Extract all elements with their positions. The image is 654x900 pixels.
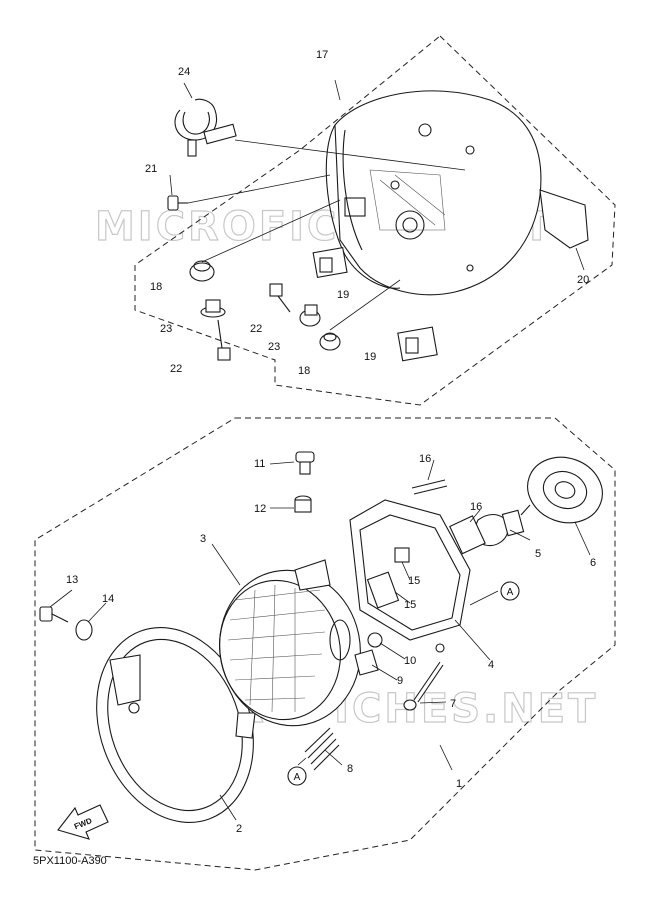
headlight-lens bbox=[218, 559, 361, 727]
callout-8: 8 bbox=[347, 763, 353, 775]
mounting-bracket bbox=[349, 499, 471, 653]
callout-23a: 23 bbox=[160, 323, 172, 335]
callout-2: 2 bbox=[236, 823, 242, 835]
callout-16b: 16 bbox=[470, 501, 482, 513]
callout-12: 12 bbox=[254, 503, 266, 515]
socket bbox=[449, 515, 486, 555]
callout-22b: 22 bbox=[170, 363, 182, 375]
bolt-22b bbox=[217, 319, 231, 361]
callout-13: 13 bbox=[66, 574, 78, 586]
callout-23b: 23 bbox=[268, 341, 280, 353]
callout-15b: 15 bbox=[404, 599, 416, 611]
nut-9 bbox=[354, 649, 379, 676]
lower-group-outline bbox=[34, 417, 616, 871]
callout-18b: 18 bbox=[298, 365, 310, 377]
ref-marker-a-upper: A bbox=[500, 581, 520, 601]
callout-24: 24 bbox=[178, 66, 190, 78]
spring-16 bbox=[411, 479, 448, 495]
callout-5: 5 bbox=[535, 548, 541, 560]
callout-9: 9 bbox=[397, 675, 403, 687]
ref-marker-a-lower: A bbox=[287, 766, 307, 786]
callout-22a: 22 bbox=[250, 323, 262, 335]
callout-10: 10 bbox=[404, 655, 416, 667]
callout-16a: 16 bbox=[419, 453, 431, 465]
headlight-bulb bbox=[475, 504, 531, 547]
diagram-code: 5PX1100-A390 bbox=[33, 855, 107, 867]
adjuster-15 bbox=[394, 547, 410, 563]
fwd-arrow: FWD bbox=[57, 804, 109, 840]
nut-14 bbox=[75, 619, 93, 641]
upper-leaders bbox=[169, 79, 585, 331]
callout-17: 17 bbox=[316, 49, 328, 61]
screw-7 bbox=[403, 661, 444, 711]
grommet-18a bbox=[189, 260, 215, 282]
collar-23b bbox=[299, 304, 321, 327]
lower-leaders bbox=[49, 459, 591, 821]
upper-group-outline bbox=[134, 35, 616, 406]
bulb-cover bbox=[527, 456, 603, 524]
lower-assembly: A A FWD bbox=[34, 417, 616, 871]
callout-4: 4 bbox=[488, 659, 494, 671]
spring-8 bbox=[304, 727, 340, 771]
callout-14: 14 bbox=[102, 593, 114, 605]
ref-marker-a-upper-label: A bbox=[507, 587, 514, 598]
callout-7: 7 bbox=[450, 698, 456, 710]
clip-19a bbox=[312, 246, 348, 279]
callout-19a: 19 bbox=[337, 289, 349, 301]
headlight-housing bbox=[325, 90, 542, 296]
ref-marker-a-lower-label: A bbox=[294, 772, 301, 783]
callout-19b: 19 bbox=[364, 351, 376, 363]
damper-plate bbox=[539, 189, 589, 249]
headlight-rim bbox=[96, 627, 256, 823]
screw-11 bbox=[295, 451, 315, 475]
callout-11: 11 bbox=[254, 458, 265, 470]
hose-clamp bbox=[174, 98, 237, 157]
screw-13 bbox=[39, 606, 69, 623]
collar-23a bbox=[200, 299, 226, 318]
callout-20: 20 bbox=[577, 274, 589, 286]
callout-15a: 15 bbox=[408, 575, 420, 587]
screw-21 bbox=[167, 195, 188, 211]
callout-3: 3 bbox=[200, 533, 206, 545]
callout-21: 21 bbox=[145, 163, 157, 175]
collar-10 bbox=[367, 632, 383, 648]
clip-19b bbox=[397, 326, 438, 362]
grommet-12 bbox=[294, 495, 312, 513]
callout-1: 1 bbox=[456, 778, 462, 790]
bolt-22a bbox=[269, 283, 291, 313]
callout-6: 6 bbox=[590, 557, 596, 569]
upper-assembly bbox=[134, 35, 616, 406]
callout-18a: 18 bbox=[150, 281, 162, 293]
grommet-18b bbox=[319, 332, 341, 351]
callout-labels: 24 17 21 18 19 20 23 22 23 22 18 19 11 1… bbox=[66, 49, 596, 835]
